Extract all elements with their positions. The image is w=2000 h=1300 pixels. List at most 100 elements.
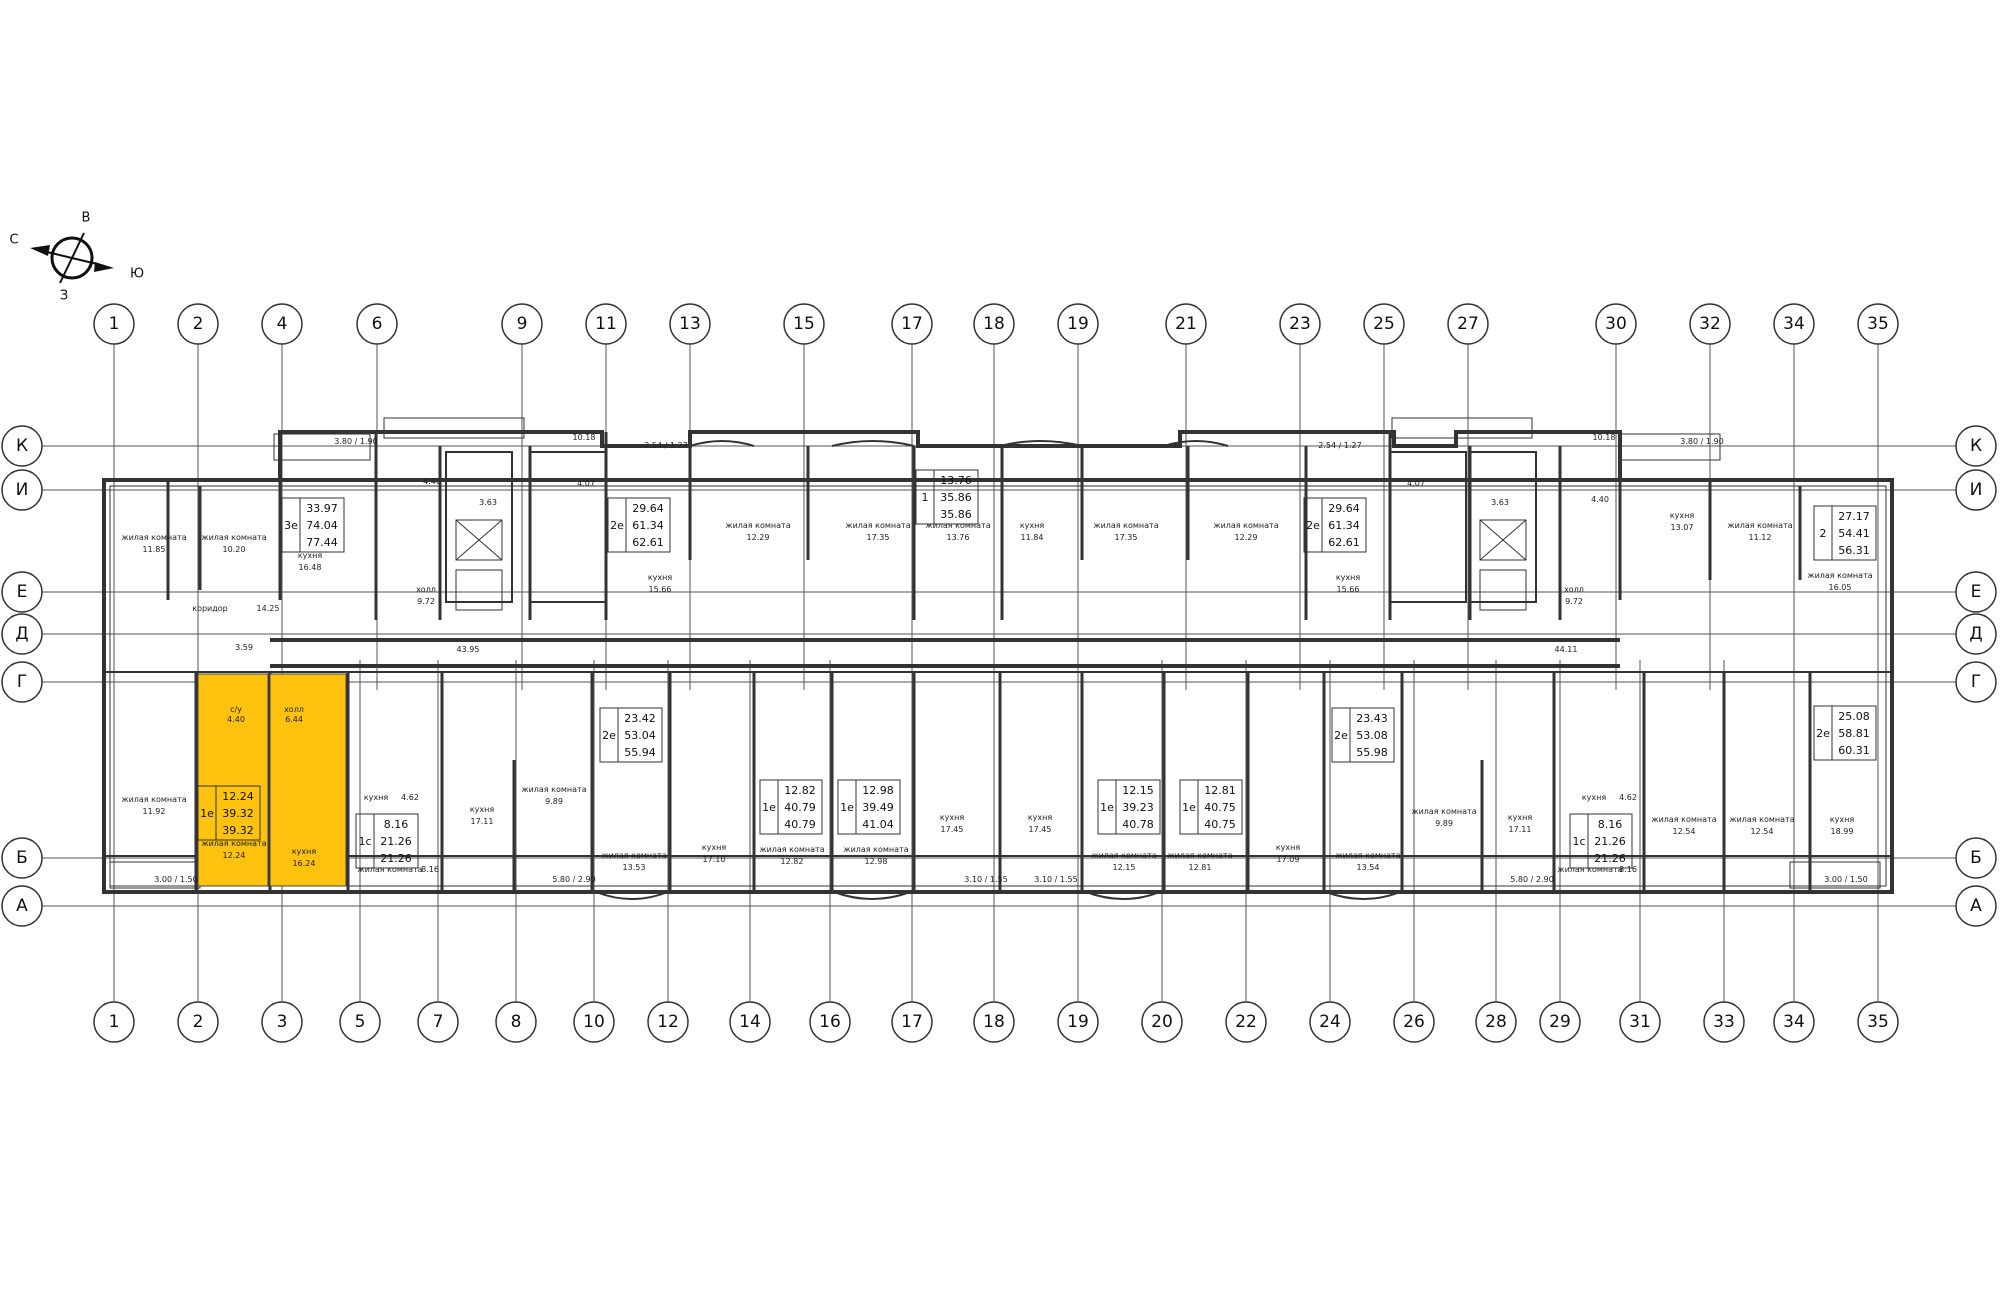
axis-bubble-top [501,303,543,345]
room-name: кухня [940,813,965,822]
axis-bubble-bottom [973,1001,1015,1043]
balcony-top-right: 3.80 / 1.90 [1680,437,1723,446]
axis-label-bottom: 22 [1235,1012,1257,1032]
axis-label-top: 9 [517,314,528,334]
apartment-total-with-balcony: 62.61 [1328,536,1360,549]
axis-label-left: И [16,480,29,500]
apartment-living-area: 27.17 [1838,510,1870,523]
room-name: жилая комната [845,521,910,530]
room-name: жилая комната [1651,815,1716,824]
balcony-5: 2.54 / 1.27 [644,441,687,450]
apartment-summary-frame [1813,505,1877,561]
apartment-total-with-balcony: 55.94 [624,746,656,759]
axis-label-bottom: 14 [739,1012,761,1032]
room-name: жилая комната [521,785,586,794]
bath-highlight-area: 4.40 [227,715,245,724]
apartment-summary-frame [1331,707,1395,763]
apartment-type: 1с [1572,835,1585,848]
axis-label-top: 34 [1783,314,1805,334]
axis-label-bottom: 33 [1713,1012,1735,1032]
axis-bubble-left [1,885,43,927]
axis-bubble-left [1,571,43,613]
apartment-summary-frame [1813,705,1877,761]
studio-area-left: 8.16 [421,865,439,874]
axis-bubble-left [1,469,43,511]
room-name: жилая комната [843,845,908,854]
axis-bubble-top [356,303,398,345]
apartment-type: 1с [358,835,371,848]
apartment-summary-frame [599,707,663,763]
apartment-type: 2е [1334,729,1348,742]
room-name: жилая комната [1807,571,1872,580]
axis-label-bottom: 34 [1783,1012,1805,1032]
room-name: кухня [1336,573,1361,582]
axis-label-top: 1 [109,314,120,334]
room-name: кухня [298,551,323,560]
room-area: 9.72 [417,597,435,606]
room-name: жилая комната [1335,851,1400,860]
axis-label-right: К [1970,436,1982,456]
apartment-total-area: 74.04 [306,519,338,532]
room-area: 12.98 [865,857,888,866]
apartment-summary-frame [1303,497,1367,553]
balcony-mid-2: 5.80 / 2.90 [1510,875,1553,884]
axis-label-top: 17 [901,314,923,334]
apartment-living-area: 12.81 [1204,784,1236,797]
room-name: жилая комната [925,521,990,530]
room-area: 18.99 [1831,827,1854,836]
axis-label-bottom: 16 [819,1012,841,1032]
highlighted-apartment[interactable] [197,673,347,887]
room-name: жилая комната [1167,851,1232,860]
apartment-summary-frame [197,785,261,841]
room-area: 12.81 [1189,863,1212,872]
axis-bubble-top [1773,303,1815,345]
hall-highlight-area: 6.44 [285,715,303,724]
axis-bubble-top [973,303,1015,345]
axis-bubble-right [1955,885,1997,927]
room-area: 12.54 [1751,827,1774,836]
room-name: кухня [1508,813,1533,822]
corridor-area-2: 43.95 [457,645,480,654]
axis-bubble-top [1595,303,1637,345]
axis-label-right: И [1970,480,1983,500]
room-area: 13.54 [1357,863,1380,872]
axis-label-bottom: 26 [1403,1012,1425,1032]
arrow-east-icon [94,262,114,272]
axis-bubble-top [1279,303,1321,345]
axis-bubble-left [1,661,43,703]
axis-bubble-bottom [1857,1001,1899,1043]
apartment-total-with-balcony: 62.61 [632,536,664,549]
room-name: жилая комната [1729,815,1794,824]
hall-2: 4.40 [1591,495,1609,504]
axis-label-top: 2 [193,314,204,334]
axis-label-bottom: 5 [355,1012,366,1032]
room-south: жилая комната 12.54 [1729,815,1794,836]
axis-label-top: 30 [1605,314,1627,334]
axis-label-bottom: 17 [901,1012,923,1032]
balcony-bottom-right: 3.00 / 1.50 [1824,875,1867,884]
stair-1: 10.18 [573,433,596,442]
apartment-living-area: 29.64 [632,502,664,515]
axis-label-bottom: 28 [1485,1012,1507,1032]
kitchen-small-area-right: 4.62 [1619,793,1637,802]
axis-bubble-bottom [1475,1001,1517,1043]
hall-1: 4.40 [423,477,441,486]
axis-label-top: 21 [1175,314,1197,334]
axis-bubble-bottom [1703,1001,1745,1043]
